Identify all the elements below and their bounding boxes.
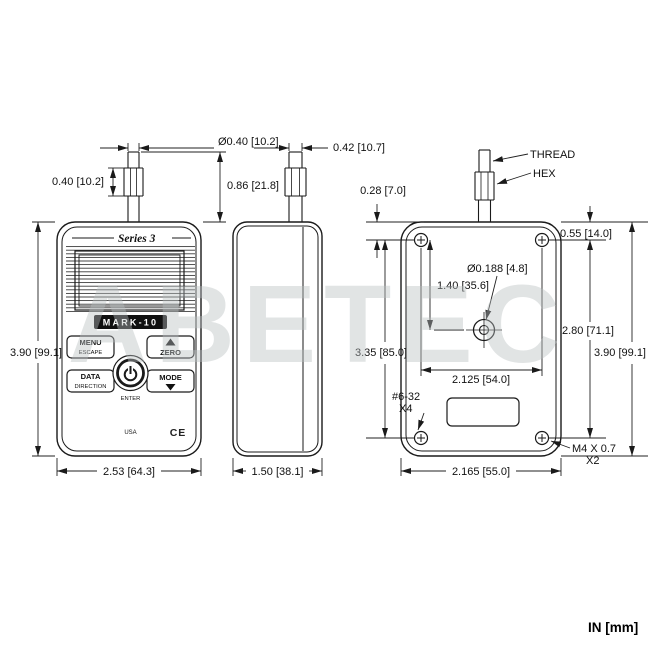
- callout-thread: THREAD: [492, 149, 575, 162]
- dim-back-left-height-label: 3.35 [85.0]: [355, 347, 407, 359]
- dim-side-width-label: 1.50 [38.1]: [252, 466, 304, 478]
- side-shaft: [284, 151, 307, 222]
- back-view-dimensions: 0.28 [7.0] 0.55 [14.0] 2.80 [71.1] 3.90 …: [355, 149, 648, 478]
- dim-front-height: 3.90 [99.1]: [10, 221, 62, 457]
- usa-label: USA: [124, 430, 136, 436]
- dim-shaft-diameter-label: Ø0.40 [10.2]: [218, 136, 279, 148]
- dim-side-width: 1.50 [38.1]: [232, 458, 323, 478]
- dim-shaft-total-height: 0.86 [21.8]: [141, 151, 279, 223]
- callout-screw-m4-qty: X2: [586, 455, 599, 467]
- dim-back-top-offset-label: 0.28 [7.0]: [360, 185, 406, 197]
- enter-button-label: ENTER: [121, 396, 141, 402]
- power-icon: [123, 366, 138, 382]
- dim-front-width: 2.53 [64.3]: [56, 458, 202, 478]
- dim-back-tr-offset-label: 0.55 [14.0]: [560, 228, 612, 240]
- zero-button[interactable]: [146, 335, 195, 359]
- dim-back-right-height: 2.80 [71.1]: [549, 240, 614, 439]
- screw-top-right: [534, 232, 550, 248]
- dim-back-right-height-label: 2.80 [71.1]: [562, 325, 614, 337]
- menu-button-label: MENU: [79, 338, 101, 347]
- series-label: Series 3: [118, 233, 156, 245]
- callout-hex: HEX: [496, 168, 556, 185]
- callout-screw-m4: M4 X 0.7 X2: [550, 440, 616, 467]
- dim-side-shaft-width-label: 0.42 [10.7]: [333, 142, 385, 154]
- dim-shaft-step-height-label: 0.40 [10.2]: [52, 176, 104, 188]
- front-view: Series 3 MARK-10 MENU ESCAPE ZERO DATA D…: [56, 151, 202, 457]
- direction-button-label: DIRECTION: [75, 384, 107, 390]
- battery-slot: [446, 397, 520, 427]
- side-view: [232, 151, 323, 457]
- callout-screw-6-32: #6-32 X4: [392, 391, 425, 431]
- dim-side-shaft-width: 0.42 [10.7]: [254, 142, 385, 154]
- center-mount-hole: [466, 312, 502, 348]
- dim-front-width-label: 2.53 [64.3]: [103, 466, 155, 478]
- back-body-inner-outline: [405, 226, 557, 452]
- side-body-inner-outline: [236, 225, 319, 453]
- dim-screw-span: 2.125 [54.0]: [420, 248, 543, 386]
- dim-back-left-height: 3.35 [85.0]: [355, 240, 414, 439]
- display-inner-outline: [78, 254, 181, 307]
- watermark: ABETEC: [68, 263, 568, 386]
- dim-front-height-label: 3.90 [99.1]: [10, 347, 62, 359]
- power-button[interactable]: [112, 354, 149, 392]
- screw-bottom-right: [534, 430, 550, 446]
- front-view-dimensions: Ø0.40 [10.2] 0.40 [10.2] 0.86 [21.8] 3.9…: [10, 136, 279, 478]
- mode-button-label: MODE: [159, 373, 182, 382]
- menu-button[interactable]: [66, 335, 115, 359]
- dim-back-total-height-label: 3.90 [99.1]: [594, 347, 646, 359]
- ce-mark: CE: [170, 427, 187, 439]
- dim-back-top-offset: 0.28 [7.0]: [360, 185, 424, 258]
- side-body-outline: [232, 221, 323, 457]
- screw-top-left: [413, 232, 429, 248]
- callout-screw-6-32-qty: X4: [399, 403, 412, 415]
- callout-hex-label: HEX: [533, 168, 556, 180]
- dim-shaft-diameter: Ø0.40 [10.2]: [100, 136, 279, 151]
- screw-bottom-left: [413, 430, 429, 446]
- dim-hole-diameter: Ø0.188 [4.8]: [467, 263, 528, 321]
- dim-back-width-label: 2.165 [55.0]: [452, 466, 510, 478]
- front-body-inner-outline: [61, 226, 197, 452]
- dim-hole-vertical: 1.40 [35.6]: [427, 240, 489, 331]
- display-outline: [74, 250, 185, 311]
- dim-screw-span-label: 2.125 [54.0]: [452, 374, 510, 386]
- dim-hole-diameter-label: Ø0.188 [4.8]: [467, 263, 528, 275]
- zero-triangle-icon: [165, 338, 176, 346]
- dim-hole-vertical-label: 1.40 [35.6]: [437, 280, 489, 292]
- dim-back-tr-offset: 0.55 [14.0]: [549, 206, 648, 241]
- dim-back-width: 2.165 [55.0]: [400, 458, 562, 478]
- back-view: [400, 149, 562, 457]
- escape-button-label: ESCAPE: [79, 350, 103, 356]
- display-hatch: [66, 246, 195, 314]
- dim-shaft-step-height: 0.40 [10.2]: [52, 167, 124, 197]
- brand-logo-text: MARK-10: [103, 318, 158, 328]
- data-button-label: DATA: [81, 372, 101, 381]
- zero-button-label: ZERO: [160, 348, 181, 357]
- front-shaft: [123, 151, 144, 222]
- brand-logo: MARK-10: [94, 315, 167, 329]
- mode-triangle-icon: [165, 384, 176, 391]
- units-note: IN [mm]: [588, 620, 638, 635]
- dim-back-total-height: 3.90 [99.1]: [561, 222, 648, 457]
- back-shaft: [474, 149, 495, 222]
- callout-thread-label: THREAD: [530, 149, 575, 161]
- side-view-dimensions: 0.42 [10.7] 1.50 [38.1]: [232, 142, 385, 478]
- callout-screw-m4-label: M4 X 0.7: [572, 443, 616, 455]
- dim-shaft-total-height-label: 0.86 [21.8]: [227, 180, 279, 192]
- data-button[interactable]: [66, 369, 115, 393]
- mode-button[interactable]: [146, 369, 195, 393]
- callout-screw-6-32-label: #6-32: [392, 391, 420, 403]
